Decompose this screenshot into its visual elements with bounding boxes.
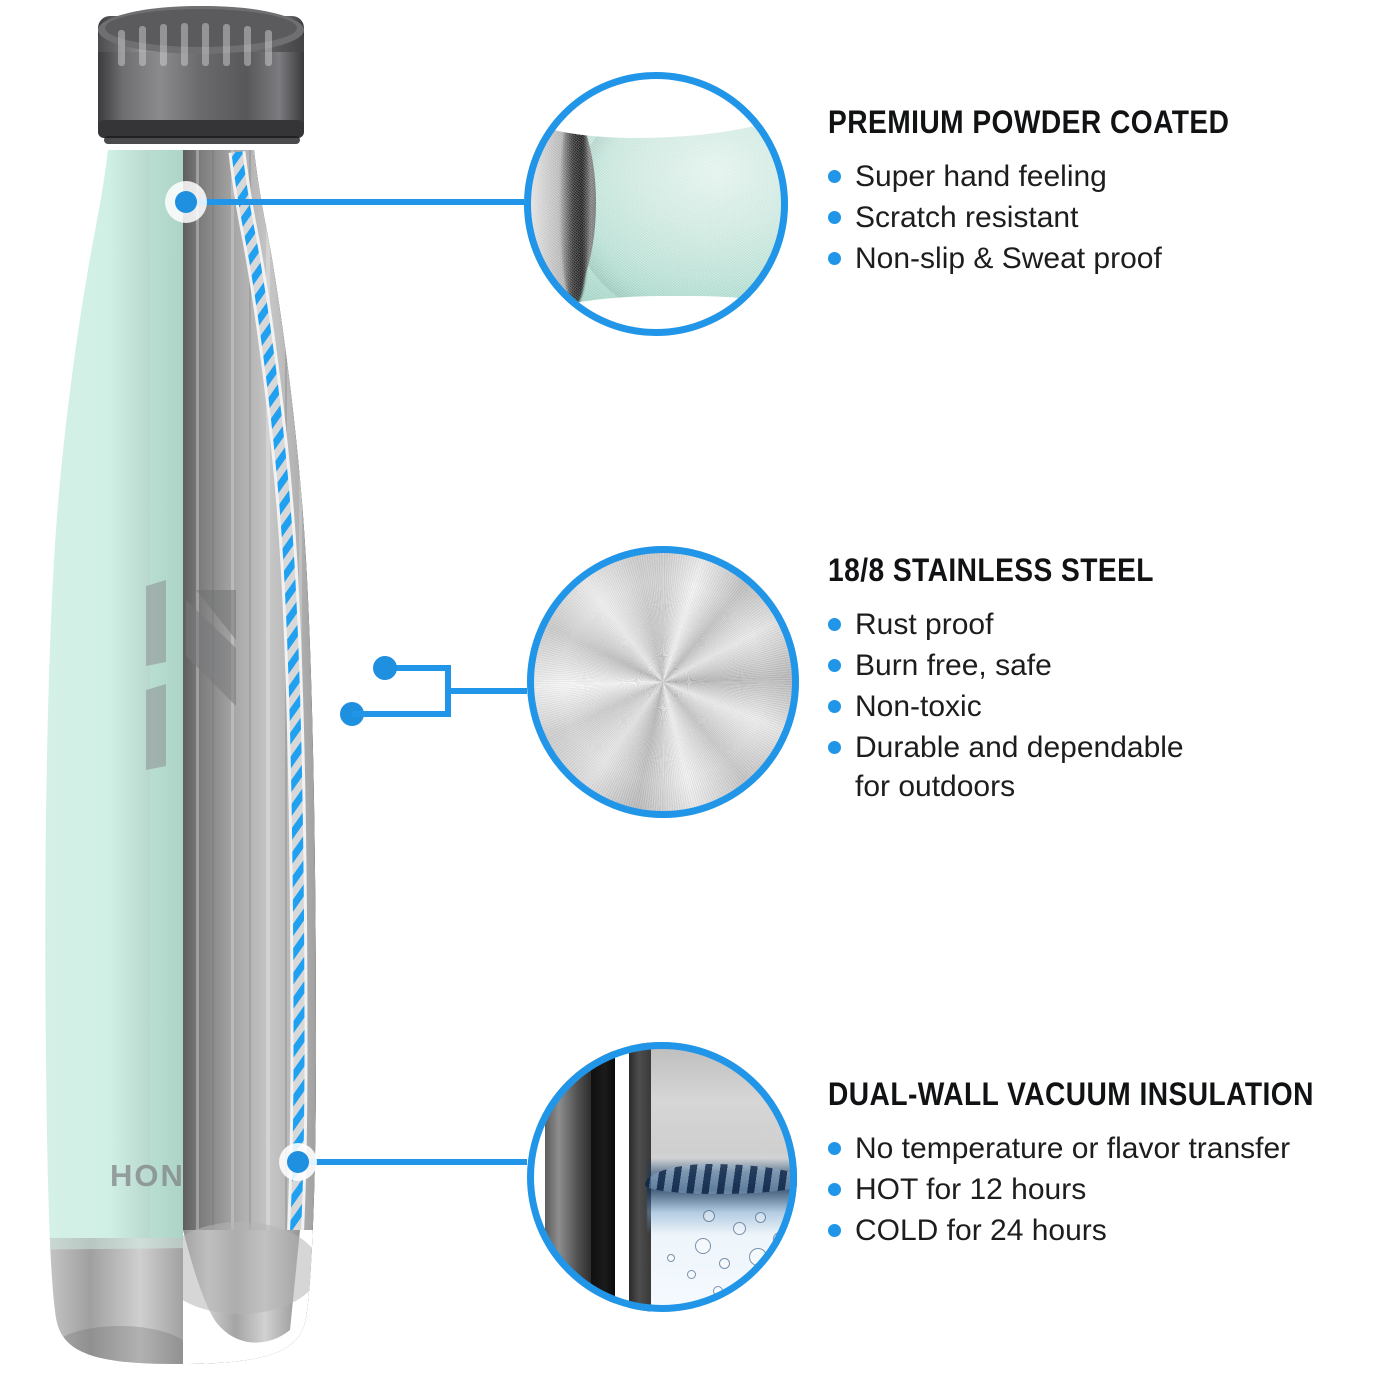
bullet-dot-icon — [828, 1142, 841, 1155]
bullet-dot-icon — [828, 659, 841, 672]
feature-bullet-text: Scratch resistant — [855, 201, 1079, 234]
bullet-dot-icon — [828, 170, 841, 183]
feature-bullet-text: HOT for 12 hours — [855, 1173, 1087, 1206]
bullet-dot-icon — [828, 1183, 841, 1196]
feature-block-stainless-steel: 18/8 STAINLESS STEEL Rust proof Burn fre… — [828, 552, 1198, 808]
feature-block-vacuum-insulation: DUAL-WALL VACUUM INSULATION No temperatu… — [828, 1076, 1377, 1252]
feature-bullet-text: No temperature or flavor transfer — [855, 1132, 1291, 1165]
bullet-dot-icon — [828, 252, 841, 265]
feature-title-vacuum-insulation: DUAL-WALL VACUUM INSULATION — [828, 1076, 1314, 1112]
callout-image-powder-coated-surface-macro — [524, 72, 788, 336]
feature-bullets-vacuum-insulation: No temperature or flavor transfer HOT fo… — [828, 1129, 1377, 1250]
feature-bullet-text: Burn free, safe — [855, 649, 1052, 682]
feature-bullet-item: Non-slip & Sweat proof — [828, 239, 1284, 278]
bullet-dot-icon — [828, 741, 841, 754]
feature-title-stainless-steel: 18/8 STAINLESS STEEL — [828, 552, 1154, 588]
feature-bullet-text: Super hand feeling — [855, 160, 1107, 193]
feature-title-powder-coat: PREMIUM POWDER COATED — [828, 104, 1230, 140]
feature-bullets-powder-coat: Super hand feeling Scratch resistant Non… — [828, 157, 1284, 278]
feature-block-powder-coat: PREMIUM POWDER COATED Super hand feeling… — [828, 104, 1284, 280]
feature-bullet-item: No temperature or flavor transfer — [828, 1129, 1377, 1168]
feature-bullet-item: Durable and dependable for outdoors — [828, 728, 1198, 806]
feature-bullet-item: HOT for 12 hours — [828, 1170, 1377, 1209]
brand-wordmark: HON — [110, 1158, 185, 1193]
feature-bullet-text: Durable and dependable for outdoors — [855, 731, 1184, 803]
feature-bullet-text: Rust proof — [855, 608, 994, 641]
bullet-dot-icon — [828, 618, 841, 631]
brand-logo-mark — [146, 580, 236, 770]
callout-image-dual-wall-water-cross-section — [527, 1042, 797, 1312]
feature-bullet-text: Non-toxic — [855, 690, 982, 723]
feature-bullet-item: COLD for 24 hours — [828, 1211, 1377, 1250]
feature-bullets-stainless-steel: Rust proof Burn free, safe Non-toxic Dur… — [828, 605, 1198, 806]
bullet-dot-icon — [828, 700, 841, 713]
feature-bullet-item: Super hand feeling — [828, 157, 1284, 196]
feature-bullet-text: COLD for 24 hours — [855, 1214, 1107, 1247]
feature-bullet-item: Non-toxic — [828, 687, 1198, 726]
feature-bullet-item: Burn free, safe — [828, 646, 1198, 685]
feature-bullet-text: Non-slip & Sweat proof — [855, 242, 1162, 275]
bottle-illustration: HON — [45, 6, 317, 1364]
bottle-cap — [98, 6, 304, 144]
bullet-dot-icon — [828, 1224, 841, 1237]
feature-bullet-item: Scratch resistant — [828, 198, 1284, 237]
feature-bullet-item: Rust proof — [828, 605, 1198, 644]
callout-image-brushed-stainless-steel-disc — [527, 546, 799, 818]
bullet-dot-icon — [828, 211, 841, 224]
